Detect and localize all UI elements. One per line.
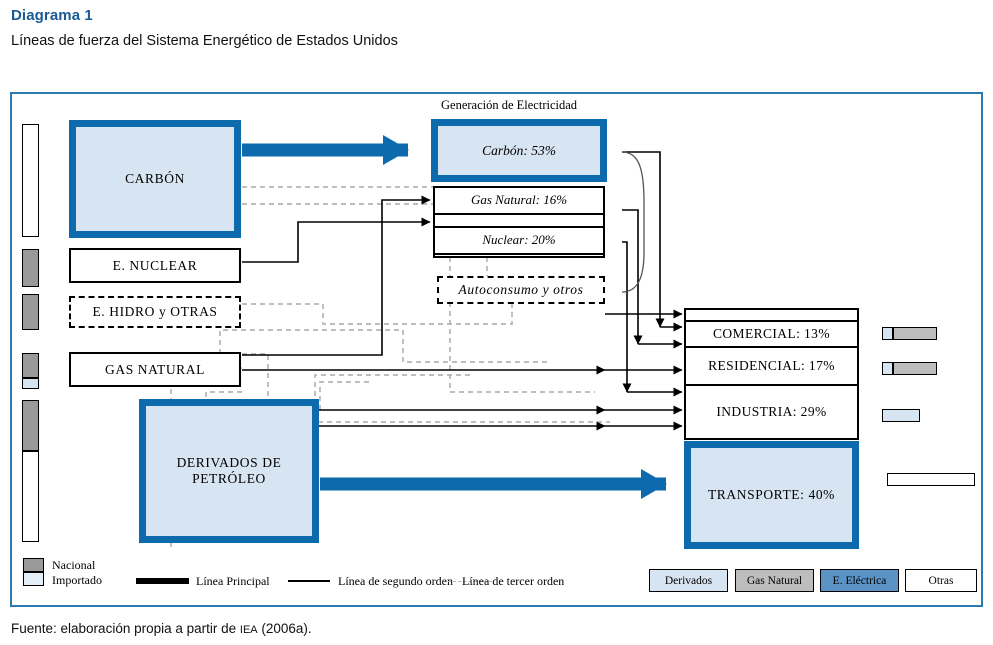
source-box-nuclear[interactable]: E. NUCLEAR <box>69 248 241 283</box>
source-note-abbrev: IEA <box>239 624 258 636</box>
legend-label-linea-segundo: Línea de segundo orden <box>338 574 453 588</box>
legend-category-derivados[interactable]: Derivados <box>649 569 728 592</box>
consumption-label-transporte: TRANSPORTE: 40% <box>707 487 836 503</box>
main-lines <box>242 135 667 499</box>
consumption-bar-industria <box>882 409 920 422</box>
legend-swatch-nacional <box>23 558 44 572</box>
legend-category-label-gas-natural: Gas Natural <box>746 574 803 587</box>
diagram-label: Diagrama 1 <box>11 7 93 24</box>
legend-category-otras[interactable]: Otras <box>905 569 977 592</box>
origin-bar-gas-natural <box>22 353 39 389</box>
source-note-prefix: Fuente: elaboración propia a partir de <box>11 621 240 636</box>
generation-label-gas-natural: Gas Natural: 16% <box>470 192 568 208</box>
consumption-box-comercial[interactable]: COMERCIAL: 13% <box>684 320 859 348</box>
consumption-box-residencial[interactable]: RESIDENCIAL: 17% <box>684 348 859 386</box>
source-label-derivados-line1: DERIVADOS DE <box>176 455 282 471</box>
source-label-derivados-line2: PETRÓLEO <box>192 471 266 486</box>
legend-category-label-e-electrica: E. Eléctrica <box>832 574 887 587</box>
legend-line-segundo-sample <box>288 580 330 582</box>
source-label-nuclear: E. NUCLEAR <box>112 257 198 273</box>
consumption-bar-transporte <box>887 473 975 486</box>
consumption-label-residencial: RESIDENCIAL: 17% <box>708 358 835 374</box>
generation-box-autoconsumo[interactable]: Autoconsumo y otros <box>437 276 605 304</box>
consumption-label-industria: INDUSTRIA: 29% <box>716 404 827 420</box>
consumption-bar-residencial <box>882 362 937 375</box>
legend-category-e-electrica[interactable]: E. Eléctrica <box>820 569 899 592</box>
source-box-derivados[interactable]: DERIVADOS DE PETRÓLEO <box>139 399 319 543</box>
legend-category-label-derivados: Derivados <box>664 574 713 587</box>
consumption-label-comercial: COMERCIAL: 13% <box>713 326 830 342</box>
generation-caption: Generación de Electricidad <box>441 98 578 112</box>
generation-label-nuclear: Nuclear: 20% <box>482 232 556 248</box>
legend-line-principal-sample <box>136 578 189 584</box>
source-box-gas-natural[interactable]: GAS NATURAL <box>69 352 241 387</box>
source-label-gas-natural: GAS NATURAL <box>105 361 205 377</box>
source-label-hidro: E. HIDRO y OTRAS <box>92 304 218 320</box>
consumption-box-industria[interactable]: INDUSTRIA: 29% <box>684 386 859 440</box>
legend-label-linea-tercero: Línea de tercer orden <box>462 574 565 588</box>
source-box-hidro[interactable]: E. HIDRO y OTRAS <box>69 296 241 328</box>
origin-bar-hidro <box>22 294 39 330</box>
legend-line-tercero-sample <box>448 581 492 582</box>
source-label-carbon: CARBÓN <box>125 171 185 187</box>
legend-label-nacional: Nacional <box>52 558 96 572</box>
origin-bar-carbon <box>22 124 39 237</box>
consumption-box-transporte[interactable]: TRANSPORTE: 40% <box>684 441 859 549</box>
generation-label-autoconsumo: Autoconsumo y otros <box>458 282 584 298</box>
legend-category-label-otras: Otras <box>928 574 954 587</box>
origin-bar-nuclear <box>22 249 39 287</box>
origin-bar-derivados <box>22 400 39 542</box>
generation-box-nuclear[interactable]: Nuclear: 20% <box>433 226 605 255</box>
page-title: Líneas de fuerza del Sistema Energético … <box>11 33 398 49</box>
consumption-bar-comercial <box>882 327 937 340</box>
generation-box-gas-natural[interactable]: Gas Natural: 16% <box>433 186 605 215</box>
legend-label-linea-principal: Línea Principal <box>196 574 270 588</box>
legend-category-gas-natural[interactable]: Gas Natural <box>735 569 814 592</box>
generation-box-carbon[interactable]: Carbón: 53% <box>431 119 607 182</box>
legend-label-importado: Importado <box>52 573 102 587</box>
generation-label-carbon: Carbón: 53% <box>482 142 556 158</box>
source-note: Fuente: elaboración propia a partir de I… <box>11 621 312 636</box>
source-note-suffix: (2006a). <box>257 621 312 636</box>
source-box-carbon[interactable]: CARBÓN <box>69 120 241 238</box>
legend-swatch-importado <box>23 572 44 586</box>
